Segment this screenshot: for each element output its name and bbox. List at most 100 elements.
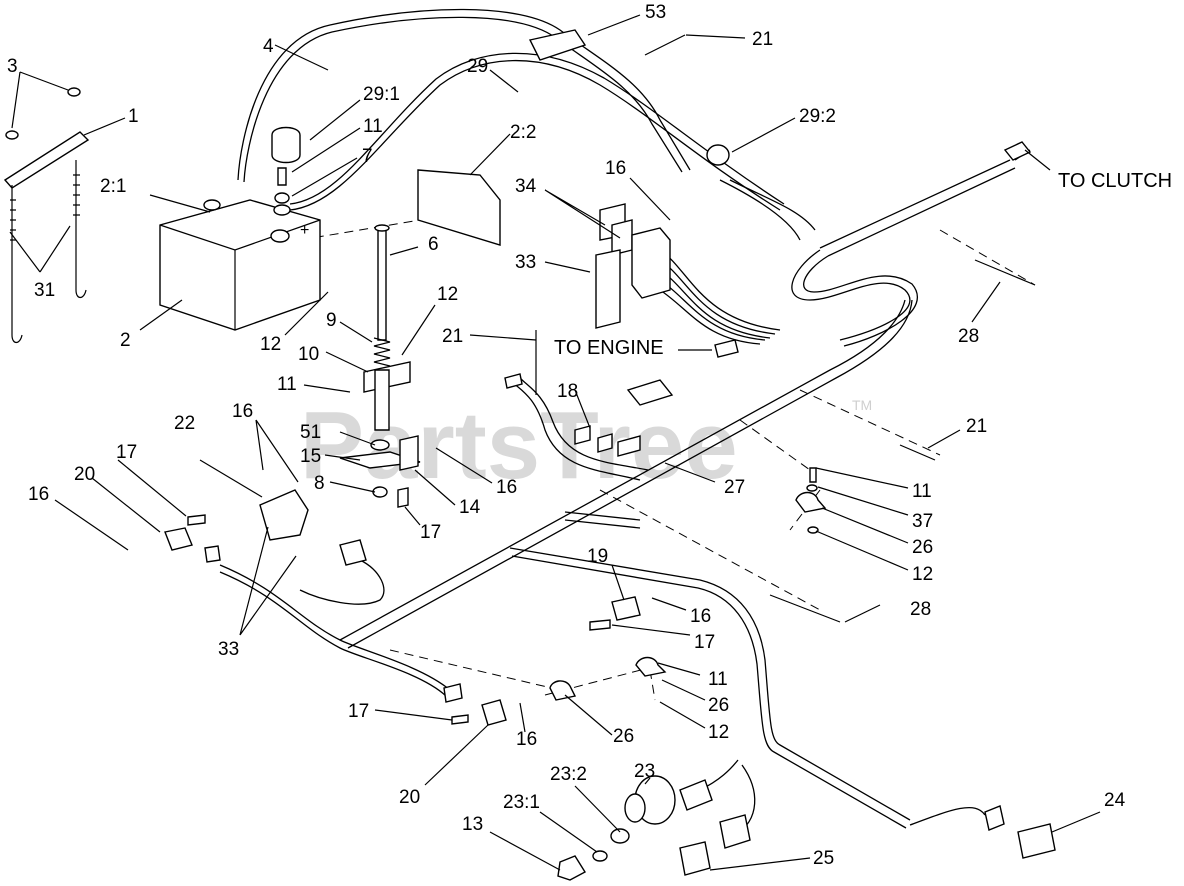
callout-37: 37	[912, 511, 933, 532]
switch-bracket-22	[259, 489, 309, 541]
switch-19	[611, 596, 641, 621]
callout-7: 7	[362, 146, 373, 167]
callout-17a: 17	[116, 442, 137, 463]
callout-31: 31	[34, 280, 55, 301]
boot	[528, 29, 587, 61]
callout-9: 9	[326, 310, 337, 331]
callout-11a: 11	[363, 116, 383, 137]
sleeve-10	[363, 361, 411, 431]
callout-14: 14	[459, 497, 481, 518]
callout-8: 8	[314, 473, 325, 494]
callout-12c: 12	[912, 564, 933, 585]
cable-tie-21	[899, 444, 936, 461]
callout-12b: 12	[260, 334, 281, 355]
callout-2: 2	[120, 330, 131, 351]
callout-11c: 11	[912, 481, 932, 502]
callout-12d: 12	[708, 722, 729, 743]
callout-1: 1	[128, 106, 139, 127]
callout-34: 34	[515, 176, 537, 197]
clamp-26c	[549, 680, 577, 701]
clip-17b	[187, 514, 206, 526]
ignition-switch	[557, 775, 676, 881]
washer-37	[806, 484, 818, 492]
callout-24: 24	[1104, 790, 1126, 811]
callout-21c: 21	[966, 416, 987, 437]
connector-24	[984, 805, 1005, 831]
callout-3: 3	[7, 56, 18, 77]
callout-6: 6	[428, 234, 439, 255]
relay-block	[595, 203, 671, 329]
cable-tie-28b	[769, 594, 841, 623]
spring-9	[373, 337, 391, 367]
connector-23	[679, 779, 713, 811]
cover-plate	[417, 169, 501, 246]
callout-28a: 28	[958, 326, 979, 347]
spacer-8	[372, 486, 388, 498]
callout-23-1: 23:1	[503, 792, 540, 813]
callout-21a: 21	[752, 29, 773, 50]
callout-16d: 16	[28, 484, 49, 505]
main-harness	[219, 8, 1031, 836]
bolt-11c	[809, 467, 817, 483]
clip-17d	[451, 714, 469, 725]
callout-26b: 26	[708, 695, 729, 716]
callout-51: 51	[300, 422, 321, 443]
connector-block-18	[504, 373, 674, 457]
clamp-26a	[795, 491, 827, 513]
callout-22: 22	[174, 413, 195, 434]
connector-left	[204, 545, 221, 563]
callout-2-1: 2:1	[100, 176, 126, 197]
callout-33a: 33	[515, 252, 536, 273]
battery-hold-down	[3, 87, 90, 344]
clip-17a	[397, 487, 409, 508]
note-to-clutch: TO CLUTCH	[1058, 170, 1172, 192]
callout-29-1: 29:1	[363, 84, 400, 105]
switch-20b	[481, 699, 507, 726]
watermark-trademark: TM	[852, 397, 872, 413]
callout-17d: 17	[348, 701, 369, 722]
washer-7	[274, 192, 290, 204]
relay-29-2	[706, 144, 730, 166]
switch-20a	[164, 527, 193, 551]
switch-25	[679, 841, 711, 876]
callout-11b: 11	[277, 374, 297, 395]
callout-16a: 16	[605, 158, 626, 179]
switch-connector	[339, 539, 367, 566]
watermark: PartsTree	[300, 392, 738, 499]
callout-29: 29	[467, 56, 488, 77]
callout-16b: 16	[232, 401, 253, 422]
callout-labels: 53 21 4 29 3 1 29:1 11 7 29:2 2:2 16 TO …	[7, 2, 1172, 869]
rod-6	[374, 224, 390, 341]
callout-53: 53	[645, 2, 666, 23]
clip-17c	[589, 619, 611, 631]
connector-lower	[443, 683, 463, 703]
callout-20b: 20	[399, 787, 420, 808]
callout-19: 19	[587, 546, 608, 567]
callout-12a: 12	[437, 284, 458, 305]
callout-15: 15	[300, 446, 321, 467]
callout-17b: 17	[420, 522, 441, 543]
note-to-engine: TO ENGINE	[554, 337, 664, 359]
callout-27: 27	[724, 477, 745, 498]
svg-text:+: +	[300, 222, 309, 239]
callout-29-2: 29:2	[799, 106, 836, 127]
cable-tie-28a	[974, 259, 1036, 286]
callout-26a: 26	[912, 537, 933, 558]
washer-51	[370, 439, 390, 451]
callout-21b: 21	[442, 326, 463, 347]
hour-meter-24	[1017, 823, 1056, 859]
connector-25	[719, 814, 751, 849]
callout-18: 18	[557, 381, 578, 402]
clamp-26b	[635, 656, 667, 677]
callout-25: 25	[813, 848, 834, 869]
callout-26c: 26	[613, 726, 634, 747]
nut-12c	[807, 526, 819, 534]
callout-10: 10	[298, 344, 319, 365]
callout-20a: 20	[74, 464, 95, 485]
callout-16e: 16	[690, 606, 711, 627]
cable-tie-21c	[644, 34, 686, 56]
callout-13: 13	[462, 814, 483, 835]
callout-28b: 28	[910, 599, 931, 620]
callout-16c: 16	[496, 477, 517, 498]
